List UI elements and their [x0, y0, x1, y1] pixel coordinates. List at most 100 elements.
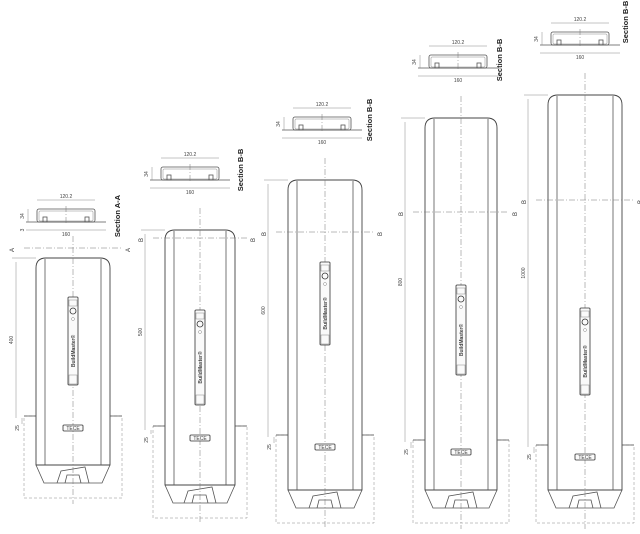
base-width-label: 160 [318, 140, 327, 146]
name-plate-text: TECE [193, 436, 207, 442]
device-brand-label: BuildMaster® [322, 297, 329, 330]
section-view: 120.2 160 34 Section B-B [276, 98, 374, 146]
section-marker-right: B [251, 238, 257, 242]
device-housing [455, 284, 467, 376]
control-device: BuildMaster® [455, 284, 467, 376]
name-plate-text: TECE [578, 455, 592, 461]
device-brand-label: BuildMaster® [197, 351, 204, 384]
device-connector [320, 334, 330, 345]
section-view: 120.2 160 34 3 Section A-A [20, 194, 122, 238]
name-plate [62, 424, 84, 432]
base-width-label: 160 [62, 232, 71, 238]
device-brand-label: BuildMaster® [582, 345, 589, 378]
section-clip-left [42, 216, 48, 223]
device-housing [579, 307, 591, 396]
device-led-icon [583, 328, 587, 332]
control-device: BuildMaster® [67, 296, 79, 386]
section-clip-right [476, 62, 482, 69]
section-marker-right: B [513, 212, 519, 216]
section-clip-left [556, 39, 562, 46]
elevation-view: BuildMaster® TECE 800 25 B B [398, 96, 519, 529]
device-knob-icon [457, 295, 465, 303]
section-width-label: 120.2 [574, 17, 587, 23]
height-label: 400 [9, 336, 15, 345]
section-marker-left: B [399, 212, 405, 216]
section-height-label: 34 [276, 121, 282, 127]
device-window [580, 310, 590, 318]
section-height-label: 34 [534, 36, 540, 42]
section-view: 120.2 160 34 Section B-B [534, 0, 630, 61]
device-window [456, 287, 466, 295]
section-width-label: 120.2 [60, 194, 73, 200]
section-clip-right [340, 124, 346, 131]
section-height-label: 34 [144, 171, 150, 177]
section-marker-left: B [522, 200, 528, 204]
device-led-icon [198, 330, 202, 334]
section-title: Section B-B [236, 148, 245, 191]
section-width-label: 120.2 [184, 152, 197, 158]
device-housing [194, 309, 206, 406]
name-plate-text: TECE [318, 445, 332, 451]
figure-1: 120.2 160 34 3 Section A-A BuildMaster® TECE 40… [9, 194, 132, 504]
section-title: Section B-B [621, 0, 630, 43]
name-plate [314, 443, 336, 451]
bottom-offset-label: 25 [144, 437, 150, 443]
bottom-offset-label: 25 [404, 449, 410, 455]
section-title: Section B-B [365, 98, 374, 141]
elevation-view: BuildMaster®TECE100025BB [521, 73, 640, 529]
control-device: BuildMaster® [579, 307, 591, 396]
device-knob-icon [196, 320, 204, 328]
bottom-offset-label: 25 [527, 454, 533, 460]
section-width-label: 120.2 [316, 102, 329, 108]
section-height-label: 34 [20, 213, 26, 219]
section-marker-right: B [638, 200, 640, 204]
section-clip-left [166, 174, 172, 181]
section-marker-left: B [139, 238, 145, 242]
device-brand-label: BuildMaster® [70, 335, 77, 368]
section-view: 120.2 160 34 Section B-B [144, 148, 245, 196]
section-marker-right: B [378, 232, 384, 236]
name-plate-text: TECE [454, 450, 468, 456]
bottom-offset-label: 25 [267, 444, 273, 450]
enclosure-body [547, 94, 623, 491]
base-width-label: 160 [186, 190, 195, 196]
device-led-icon [323, 282, 327, 286]
base-width-label: 160 [454, 78, 463, 84]
base-width-label: 160 [576, 55, 585, 61]
device-connector [68, 374, 78, 385]
device-connector [580, 384, 590, 395]
section-clip-right [208, 174, 214, 181]
device-window [320, 264, 330, 272]
section-clip-right [84, 216, 90, 223]
plate-offset-label: 3 [20, 228, 26, 231]
name-plate [450, 448, 472, 456]
section-clip-left [298, 124, 304, 131]
name-plate [574, 453, 596, 461]
install-base-outline [535, 444, 635, 524]
section-title: Section A-A [113, 194, 122, 237]
name-plate [189, 434, 211, 442]
section-marker-left: B [262, 232, 268, 236]
device-housing [67, 296, 79, 386]
device-knob-icon [321, 272, 329, 280]
section-width-label: 120.2 [452, 40, 465, 46]
device-knob-icon [69, 307, 77, 315]
section-clip-right [598, 39, 604, 46]
bottom-offset-label: 25 [15, 425, 21, 431]
device-connector [456, 364, 466, 375]
device-led-icon [459, 305, 463, 309]
device-window [195, 312, 205, 320]
name-plate-text: TECE [66, 426, 80, 432]
height-label: 800 [398, 278, 404, 287]
section-title: Section B-B [495, 38, 504, 81]
device-led-icon [71, 317, 75, 321]
